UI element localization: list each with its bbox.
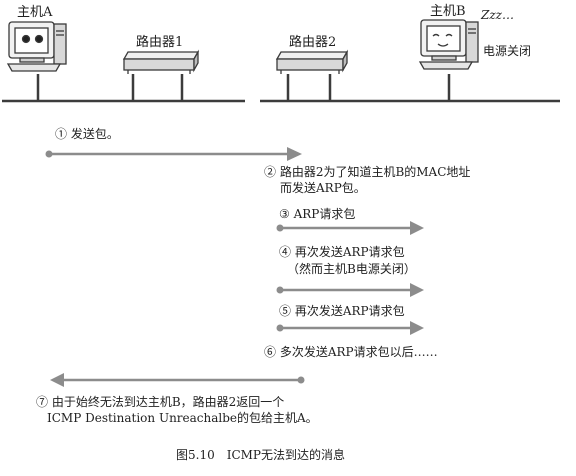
host-b-sleep-mark: Zzz…: [481, 8, 514, 22]
step5-text: ⑤ 再次发送ARP请求包: [279, 304, 405, 318]
step2-text-line1: ② 路由器2为了知道主机B的MAC地址: [264, 165, 471, 179]
host-a-label: 主机A: [17, 5, 53, 20]
arrow-step5-arp-request-again: [276, 321, 424, 335]
step2-text-line2: 而发送ARP包。: [280, 181, 366, 195]
figure-caption: 图5.10 ICMP无法到达的消息: [176, 448, 346, 462]
arrow-step4-arp-request-again: [276, 283, 424, 297]
step7-text-line1: ⑦ 由于始终无法到达主机B，路由器2返回一个: [36, 395, 285, 409]
message-arrows: [45, 147, 424, 387]
arrow-step7-icmp-unreachable: [50, 373, 305, 387]
router1-label: 路由器1: [136, 35, 184, 50]
step6-text: ⑥ 多次发送ARP请求包以后……: [264, 345, 438, 359]
router2-icon: [275, 49, 349, 74]
step7-text-line2: ICMP Destination Unreachalbe的包给主机A。: [47, 411, 318, 425]
router2-label: 路由器2: [289, 35, 337, 50]
arrow-step3-arp-request: [276, 221, 424, 235]
step4-text-line2: （然而主机B电源关闭）: [287, 262, 416, 276]
step4-text-line1: ④ 再次发送ARP请求包: [279, 245, 405, 259]
step3-text: ③ ARP请求包: [279, 207, 356, 221]
host-a-computer-icon: [6, 21, 67, 72]
host-b-power-off-label: 电源关闭: [483, 44, 532, 58]
host-b-label: 主机B: [430, 4, 466, 19]
network-segment: [2, 74, 560, 103]
router1-icon: [122, 49, 200, 74]
step1-text: ① 发送包。: [55, 127, 119, 141]
arrow-step1-send-packet: [45, 147, 302, 161]
host-b-computer-icon: [418, 19, 479, 70]
